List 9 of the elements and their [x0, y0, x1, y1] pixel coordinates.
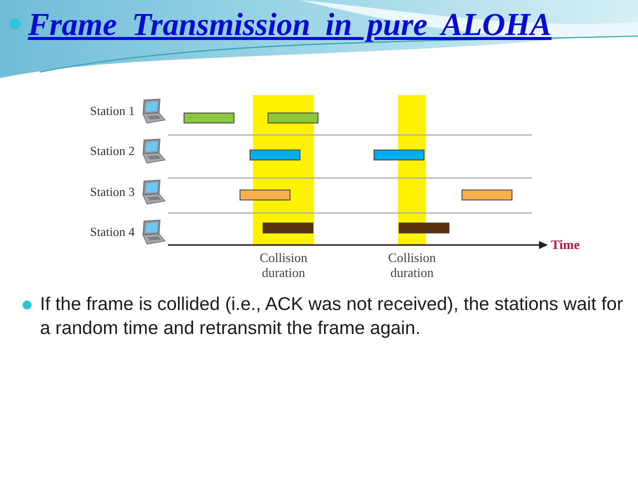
station-label: Station 4 — [90, 225, 135, 239]
collision-label: Collision duration — [258, 250, 308, 280]
collision-label: Collision duration — [387, 250, 437, 280]
station-label: Station 1 — [90, 104, 135, 118]
station-label: Station 2 — [90, 144, 135, 158]
slide-title: Frame Transmission in pure ALOHA — [28, 6, 552, 43]
axis-label: Time — [551, 238, 580, 252]
bullet-text: If the frame is collided (i.e., ACK was not received), the stations wait for a random time and retransmit the frame again. — [40, 292, 624, 340]
station-label: Station 3 — [90, 185, 135, 199]
